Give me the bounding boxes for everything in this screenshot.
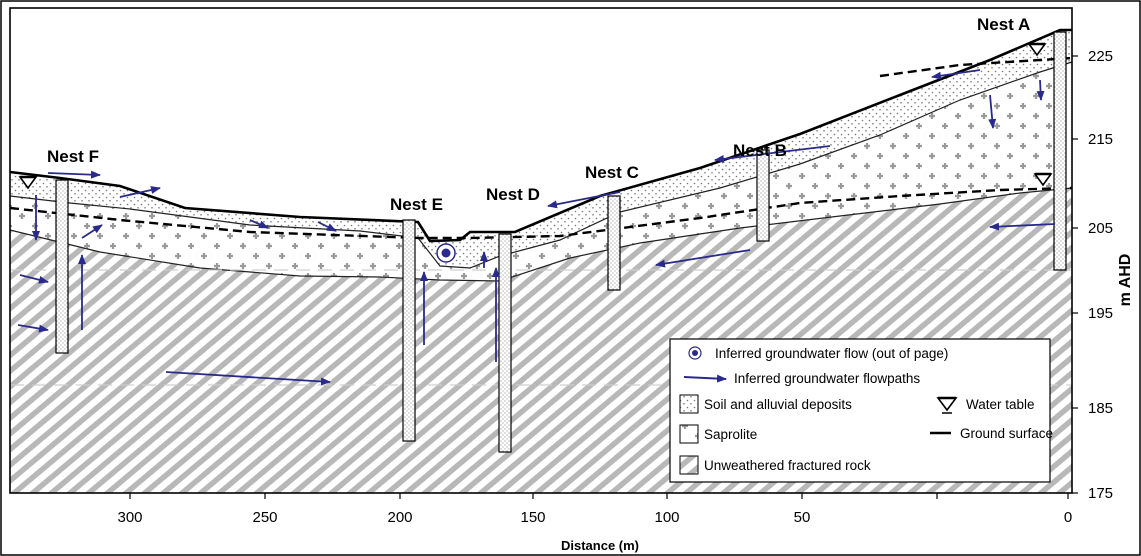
saprolite-boundary-line [9,187,1073,282]
groundwater-flow-arrow [249,219,269,229]
saprolite-layer [10,62,1072,281]
ground-surface-line [9,28,1072,243]
groundwater-flow-arrow [17,324,49,333]
nest-well [402,219,416,442]
groundwater-flow-arrow [655,249,751,268]
groundwater-flow-arrow [931,69,981,80]
nest-well [1053,31,1067,271]
groundwater-flow-arrow [165,371,331,386]
groundwater-flow-arrow [119,186,161,198]
groundwater-flow-arrow [1036,79,1045,101]
groundwater-flow-arrow [19,274,49,284]
groundwater-flow-arrow [47,170,101,179]
groundwater-flow-arrow [989,222,1056,231]
groundwater-flow-arrow [714,145,831,163]
nest-well [55,179,69,354]
plot-frame [9,7,1073,494]
nest-well [607,195,621,291]
water-table-line [9,186,1073,240]
groundwater-flow-arrow [317,221,337,232]
groundwater-flow-arrow [81,224,103,239]
groundwater-flow-arrow [547,191,621,209]
sky-area [10,8,1072,241]
groundwater-flow-arrow [988,94,997,129]
nest-well [756,149,770,242]
nest-well [498,233,512,453]
